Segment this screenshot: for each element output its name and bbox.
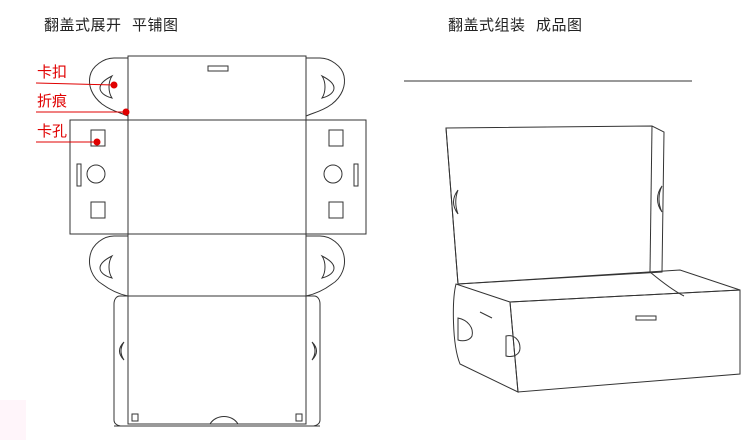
front-right-side [306,295,321,427]
right-slot-hole [328,129,344,147]
front-thumb-cut [209,416,239,425]
front-left-notch [131,413,139,422]
front-left-clip [119,341,125,361]
front-left-side [113,295,128,427]
leader-slot-dot [93,138,101,146]
lid-outer [445,125,665,285]
annotation-slot-hole: 卡孔 [37,122,68,140]
bottom-right-flap [305,235,345,297]
lid-inner-edge [445,127,459,285]
leader-clasp-dot [110,81,118,89]
lid-tab-slot [207,65,229,72]
right-handle-slit [353,163,359,187]
leader-fold-dot [122,108,130,116]
lid-left-clip [453,189,459,215]
flat-layout [69,55,367,427]
box-right-handle [505,335,521,357]
box-inner-fold [649,271,685,297]
left-side-panel [69,119,129,235]
left-handle-slit [76,163,82,187]
left-handle-hole [86,164,106,184]
front-right-clip [311,341,317,361]
lid-right-edge [649,125,653,273]
assembled-title: 翻盖式组装 成品图 [448,16,583,34]
annotation-clasp: 卡扣 [37,63,68,81]
right-handle-hole [323,164,343,184]
box-left-end [452,283,519,393]
leader-clasp [35,82,115,86]
bottom-right-clasp [320,254,335,279]
right-lower-hole [328,201,344,219]
box-left-handle [457,317,473,342]
left-slot-hole [90,129,106,147]
lid-right-clip [657,185,663,213]
box-end-slot [479,311,493,319]
right-side-panel [305,119,367,235]
corner-shade [0,400,26,440]
front-right-notch [295,413,303,422]
left-lower-hole [90,201,106,219]
front-panel [127,295,307,425]
top-right-clasp [320,74,335,99]
bottom-left-clasp [99,254,114,279]
annotation-fold-line: 折痕 [37,92,68,110]
top-right-flap [305,57,345,117]
assembled-box [404,80,741,393]
box-front-slot [635,315,657,321]
annotation-leaders [35,81,130,146]
box-front-panel [509,289,741,393]
bottom-panel [127,119,307,235]
bottom-left-flap [89,235,129,297]
flat-layout-title: 翻盖式展开 平铺图 [44,16,179,34]
top-left-clasp [99,74,114,99]
